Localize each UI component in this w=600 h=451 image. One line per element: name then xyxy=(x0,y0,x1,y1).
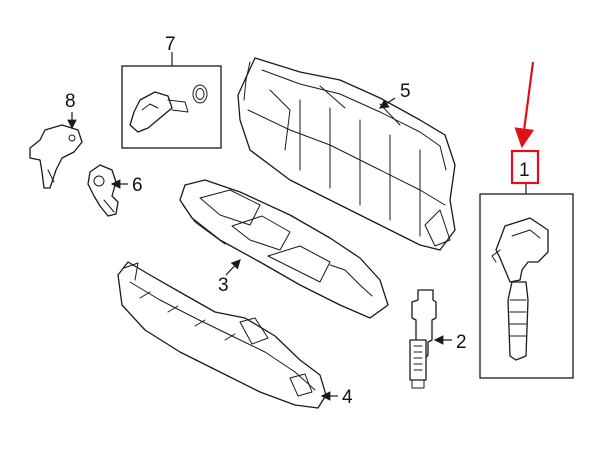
callout-3: 3 xyxy=(218,275,229,296)
lower-shield-part[interactable] xyxy=(117,261,327,409)
highlight-arrow xyxy=(514,61,535,149)
callout-5: 5 xyxy=(400,81,411,102)
callout-4: 4 xyxy=(342,387,353,408)
ignition-coil-part[interactable] xyxy=(479,193,574,379)
cam-sensor-part[interactable] xyxy=(121,65,222,149)
spark-plug-part[interactable] xyxy=(409,289,437,389)
crank-sensor-part[interactable] xyxy=(29,124,83,189)
callout-2: 2 xyxy=(456,332,467,353)
callout-7: 7 xyxy=(165,34,176,55)
highlight-box xyxy=(510,149,540,185)
callout-1: 1 xyxy=(519,160,530,181)
sensor-plug-part[interactable] xyxy=(87,164,119,217)
leader-3 xyxy=(225,259,241,276)
leader-5 xyxy=(379,97,396,109)
callout-6: 6 xyxy=(132,175,143,196)
coil-cover-part[interactable] xyxy=(179,179,389,319)
callout-8: 8 xyxy=(65,91,76,112)
engine-cover-part[interactable] xyxy=(237,57,456,251)
